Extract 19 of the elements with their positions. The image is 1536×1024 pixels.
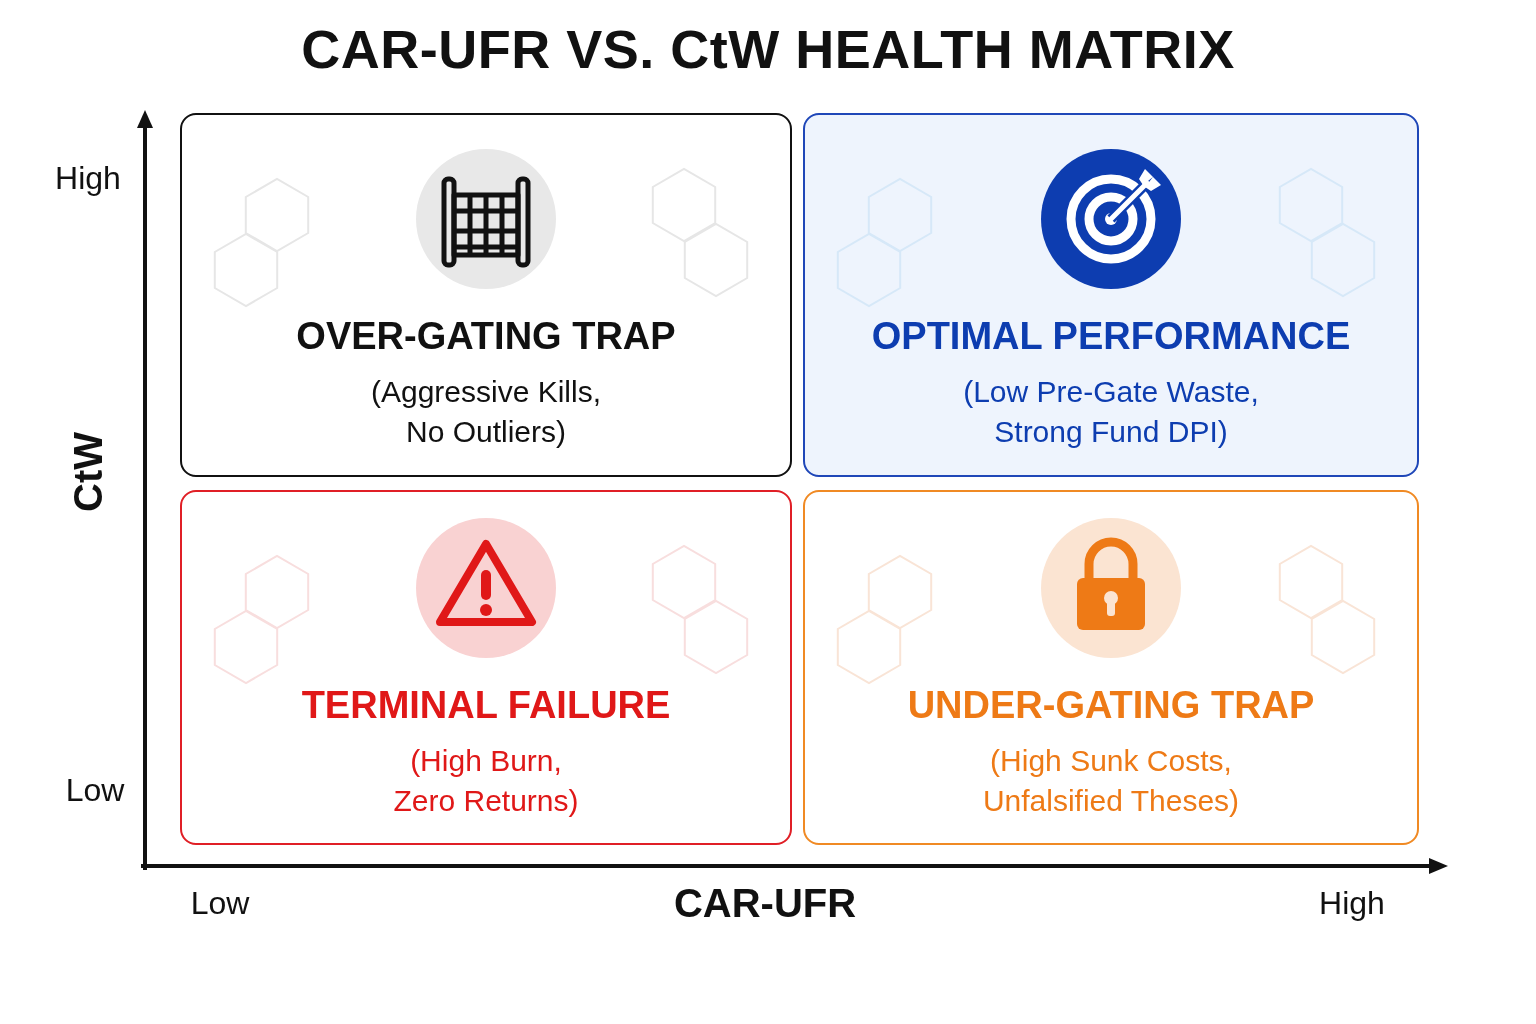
quadrant-description: (High Sunk Costs, Unfalsified Theses): [981, 743, 1241, 819]
quadrant-description: (Aggressive Kills, No Outliers): [369, 374, 603, 450]
axis-tick-label: High: [1319, 884, 1385, 922]
axis-tick-label: Low: [190, 884, 250, 922]
quadrant-card: [803, 113, 1419, 477]
axis-title: CAR-UFR: [673, 880, 857, 926]
quadrant-heading: UNDER-GATING TRAP: [907, 684, 1315, 727]
quadrant-card: [180, 113, 792, 477]
quadrant-card: [180, 490, 792, 845]
quadrant-heading: TERMINAL FAILURE: [301, 684, 671, 727]
quadrant-description: (High Burn, Zero Returns): [392, 743, 580, 819]
quadrant-heading: OVER-GATING TRAP: [296, 315, 676, 358]
quadrant-heading: OPTIMAL PERFORMANCE: [871, 315, 1351, 358]
quadrant-description: (Low Pre-Gate Waste, Strong Fund DPI): [962, 374, 1260, 450]
title: CAR-UFR VS. CtW HEALTH MATRIX: [301, 18, 1235, 80]
axis-title: CtW: [65, 432, 111, 512]
axis-tick-label: High: [55, 159, 121, 197]
axis-tick-label: Low: [65, 771, 125, 809]
quadrant-card: [803, 490, 1419, 845]
